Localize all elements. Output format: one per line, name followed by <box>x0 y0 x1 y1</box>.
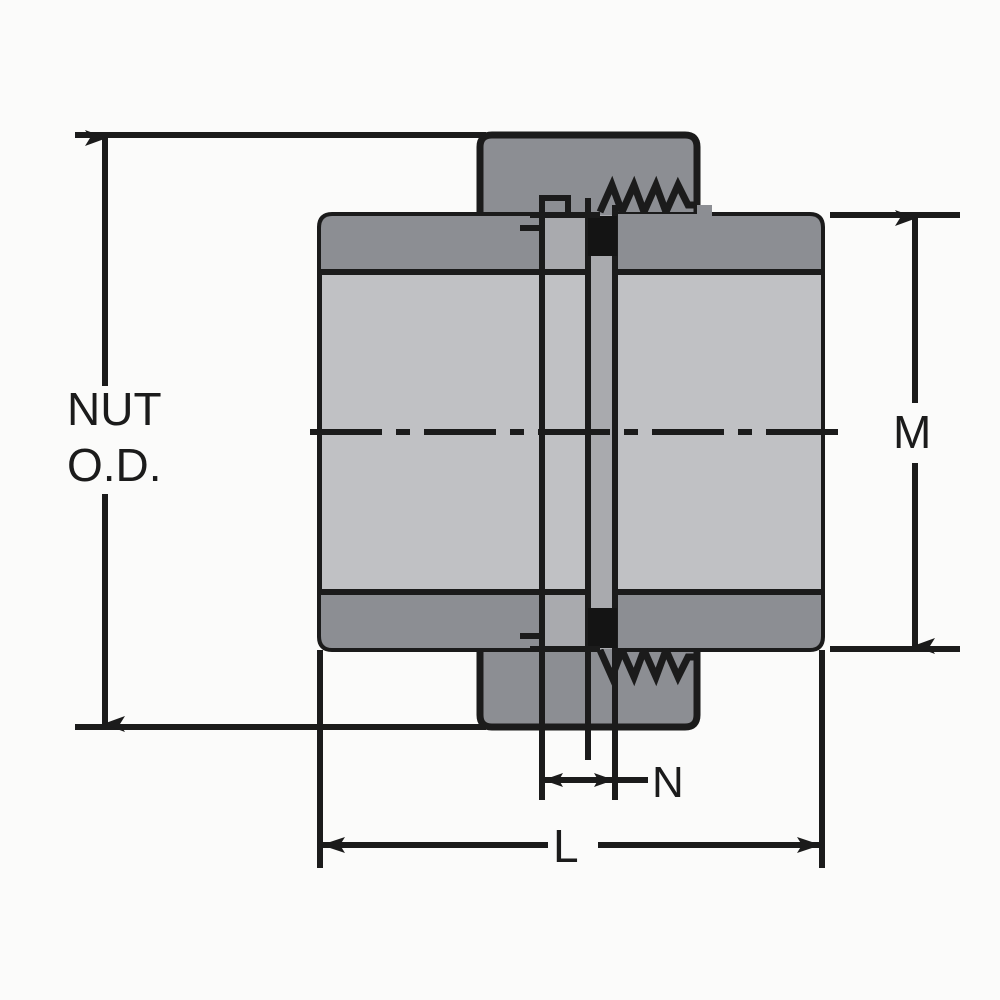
thread-profile-top <box>596 175 700 230</box>
nut-od-label-line2: O.D. <box>67 439 162 491</box>
nut-od-label-line1: NUT <box>67 383 162 435</box>
dimension-m: M <box>830 210 960 654</box>
o-ring-seal-top <box>588 216 617 256</box>
o-ring-seal-bottom <box>588 608 617 648</box>
dimension-nut-od: NUT O.D. <box>60 130 486 732</box>
n-label: N <box>652 758 684 807</box>
dimension-l: L <box>317 650 825 875</box>
dimension-n: N <box>539 649 684 807</box>
l-label: L <box>553 820 579 872</box>
m-label: M <box>893 406 931 458</box>
